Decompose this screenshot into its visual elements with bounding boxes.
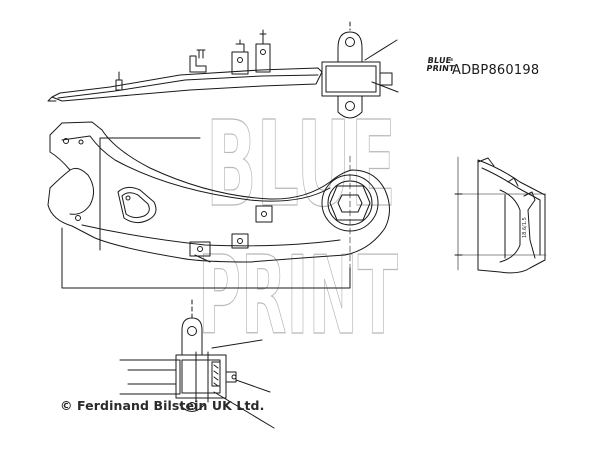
part-number: ADBP860198 <box>452 63 540 78</box>
watermark: BLUE PRINT <box>197 94 398 359</box>
side-view <box>47 21 399 119</box>
watermark-line2: PRINT <box>198 234 398 359</box>
blue-print-logo: BLUE PRINT ® <box>425 56 456 73</box>
bushing-detail <box>119 299 275 429</box>
watermark-line1: BLUE <box>206 95 396 233</box>
control-arm <box>47 121 390 289</box>
logo-line2: PRINT <box>425 64 456 73</box>
section-view <box>454 156 547 274</box>
copyright-notice: © Ferdinand Bilstein UK Ltd. <box>60 398 265 413</box>
dimension-label: 18.6/1.5 <box>522 217 528 238</box>
